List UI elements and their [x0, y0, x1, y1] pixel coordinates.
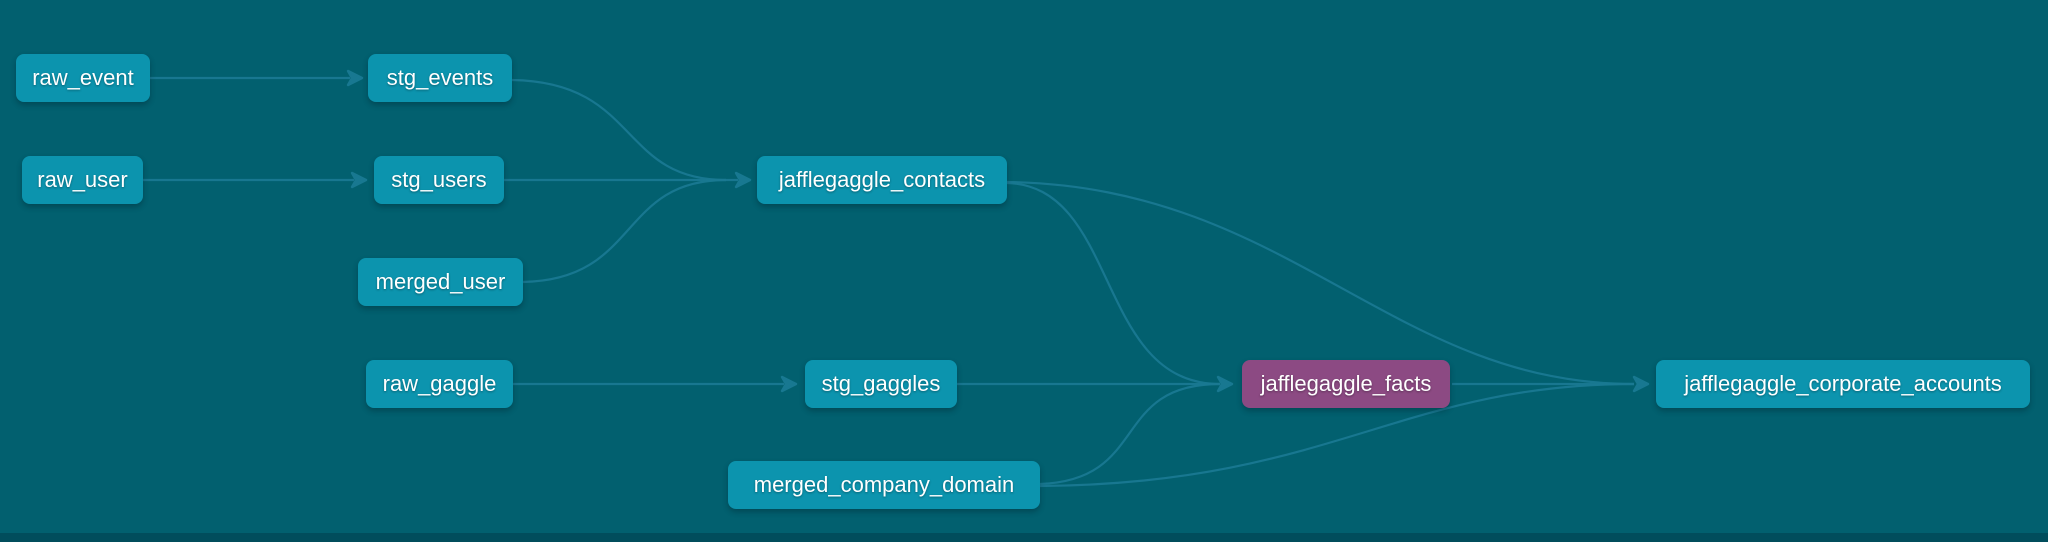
- node-stg_users[interactable]: stg_users: [374, 156, 504, 204]
- node-merged_company_domain[interactable]: merged_company_domain: [728, 461, 1040, 509]
- node-label: jafflegaggle_facts: [1260, 371, 1432, 396]
- node-stg_events[interactable]: stg_events: [368, 54, 512, 102]
- edge-merged_company_domain-jafflegaggle_corporate_accounts: [1039, 382, 1635, 488]
- node-label: stg_events: [386, 65, 494, 90]
- node-label: raw_user: [37, 167, 128, 192]
- edge-merged_company_domain-jafflegaggle_facts: [1039, 382, 1221, 486]
- edge-jafflegaggle_contacts-jafflegaggle_corporate_accounts: [1006, 180, 1635, 386]
- arrowhead-jafflegaggle_corporate_accounts: [1632, 375, 1650, 393]
- node-label: jafflegaggle_contacts: [778, 167, 986, 192]
- node-raw_gaggle[interactable]: raw_gaggle: [366, 360, 513, 408]
- node-label: stg_gaggles: [821, 371, 941, 396]
- node-merged_user[interactable]: merged_user: [358, 258, 523, 306]
- edge-stg_events-jafflegaggle_contacts: [511, 78, 727, 182]
- node-label: merged_user: [375, 269, 506, 294]
- arrowhead-jafflegaggle_facts: [1216, 375, 1234, 393]
- node-stg_gaggles[interactable]: stg_gaggles: [805, 360, 957, 408]
- arrowhead-stg_gaggles: [780, 375, 798, 393]
- edge-jafflegaggle_contacts-jafflegaggle_facts: [1006, 181, 1221, 386]
- node-label: raw_gaggle: [382, 371, 497, 396]
- node-jafflegaggle_corporate_accounts[interactable]: jafflegaggle_corporate_accounts: [1656, 360, 2030, 408]
- node-jafflegaggle_contacts[interactable]: jafflegaggle_contacts: [757, 156, 1007, 204]
- edge-merged_user-jafflegaggle_contacts: [522, 178, 727, 284]
- node-label: merged_company_domain: [753, 472, 1015, 497]
- node-raw_event[interactable]: raw_event: [16, 54, 150, 102]
- node-label: stg_users: [391, 167, 487, 192]
- node-jafflegaggle_facts[interactable]: jafflegaggle_facts: [1242, 360, 1450, 408]
- node-label: raw_event: [32, 65, 134, 90]
- node-label: jafflegaggle_corporate_accounts: [1684, 371, 2002, 396]
- arrowhead-stg_users: [350, 171, 368, 189]
- node-raw_user[interactable]: raw_user: [22, 156, 143, 204]
- arrowhead-jafflegaggle_contacts: [734, 171, 752, 189]
- arrowhead-stg_events: [346, 69, 364, 87]
